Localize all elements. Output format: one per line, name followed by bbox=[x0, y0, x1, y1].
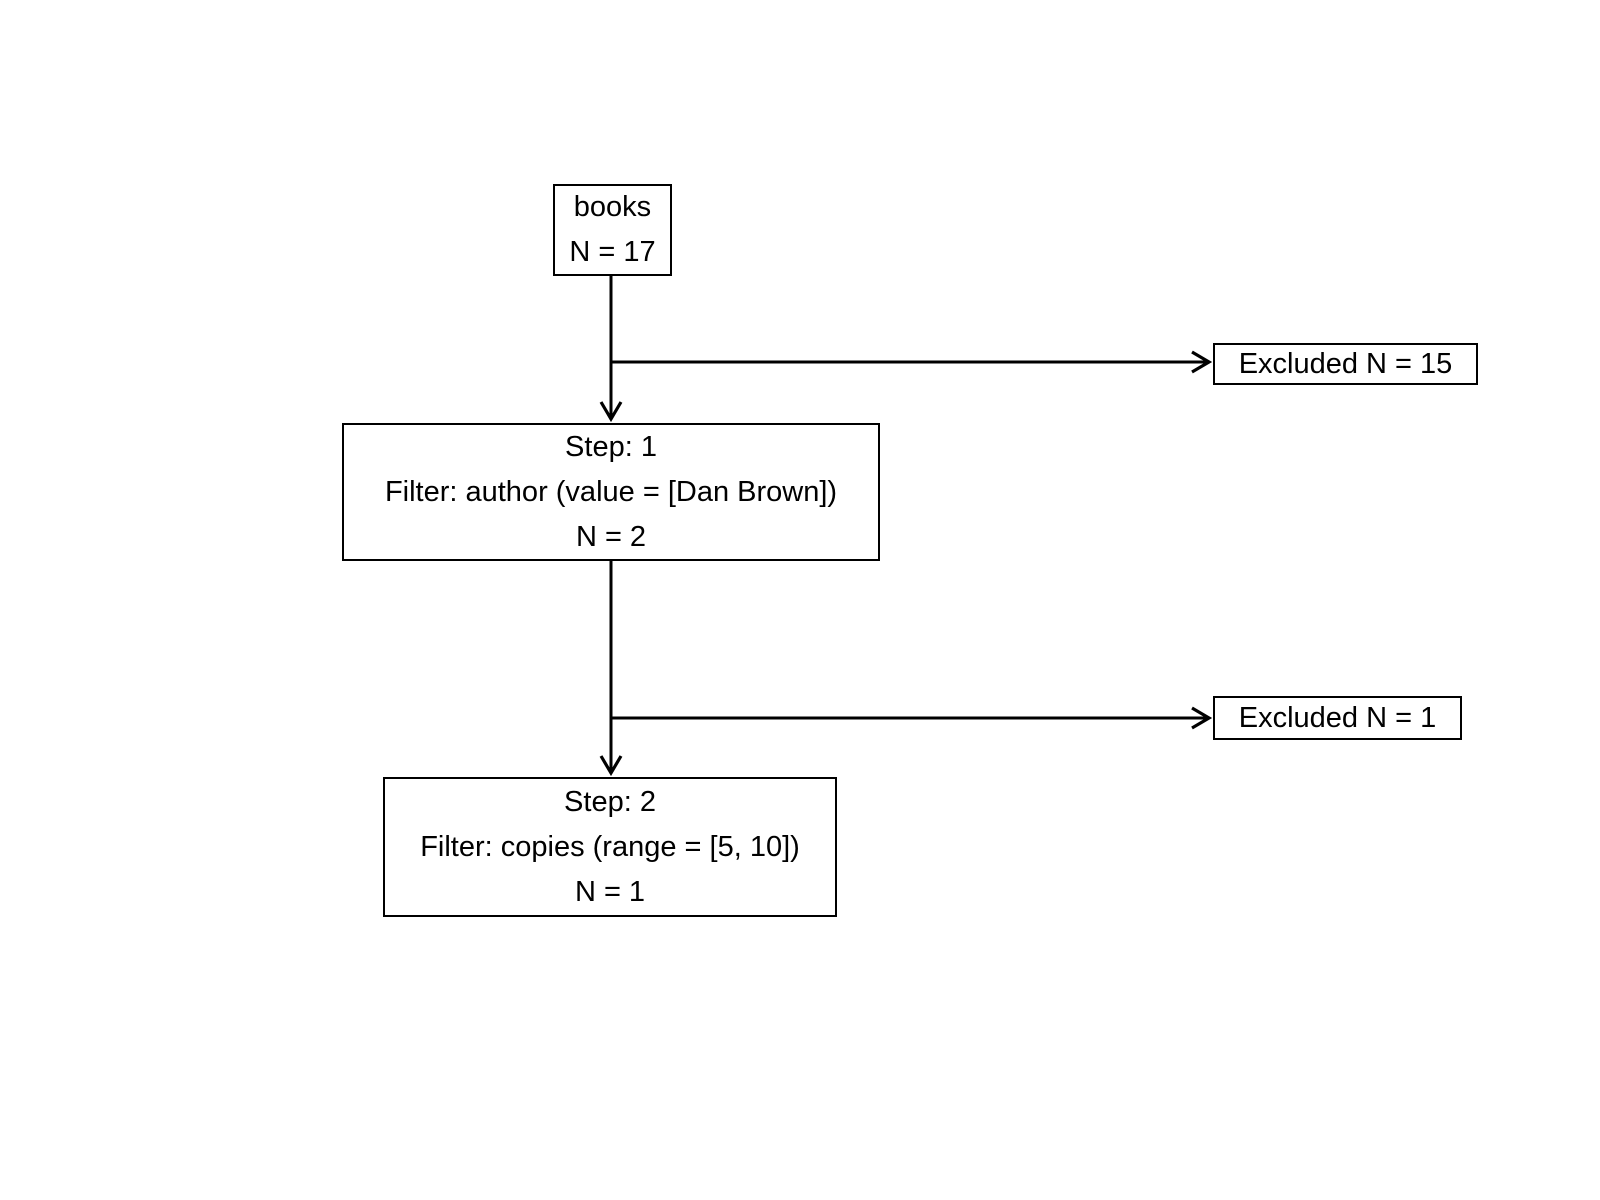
excluded-2-label: Excluded N = 1 bbox=[1238, 701, 1437, 734]
step-2-count: N = 1 bbox=[574, 875, 646, 908]
step-1-title: Step: 1 bbox=[565, 430, 657, 463]
node-excluded-1: Excluded N = 15 bbox=[1213, 343, 1478, 385]
step-1-count: N = 2 bbox=[575, 520, 647, 553]
source-count: N = 17 bbox=[569, 236, 656, 268]
step-2-filter: Filter: copies (range = [5, 10]) bbox=[420, 830, 800, 863]
step-1-filter: Filter: author (value = [Dan Brown]) bbox=[384, 475, 838, 508]
node-excluded-2: Excluded N = 1 bbox=[1213, 696, 1462, 740]
node-step-2: Step: 2 Filter: copies (range = [5, 10])… bbox=[383, 777, 837, 917]
node-step-1: Step: 1 Filter: author (value = [Dan Bro… bbox=[342, 423, 880, 561]
excluded-1-label: Excluded N = 15 bbox=[1238, 347, 1453, 380]
node-source: books N = 17 bbox=[553, 184, 672, 276]
source-dataset-label: books bbox=[573, 191, 652, 223]
step-2-title: Step: 2 bbox=[564, 785, 656, 818]
